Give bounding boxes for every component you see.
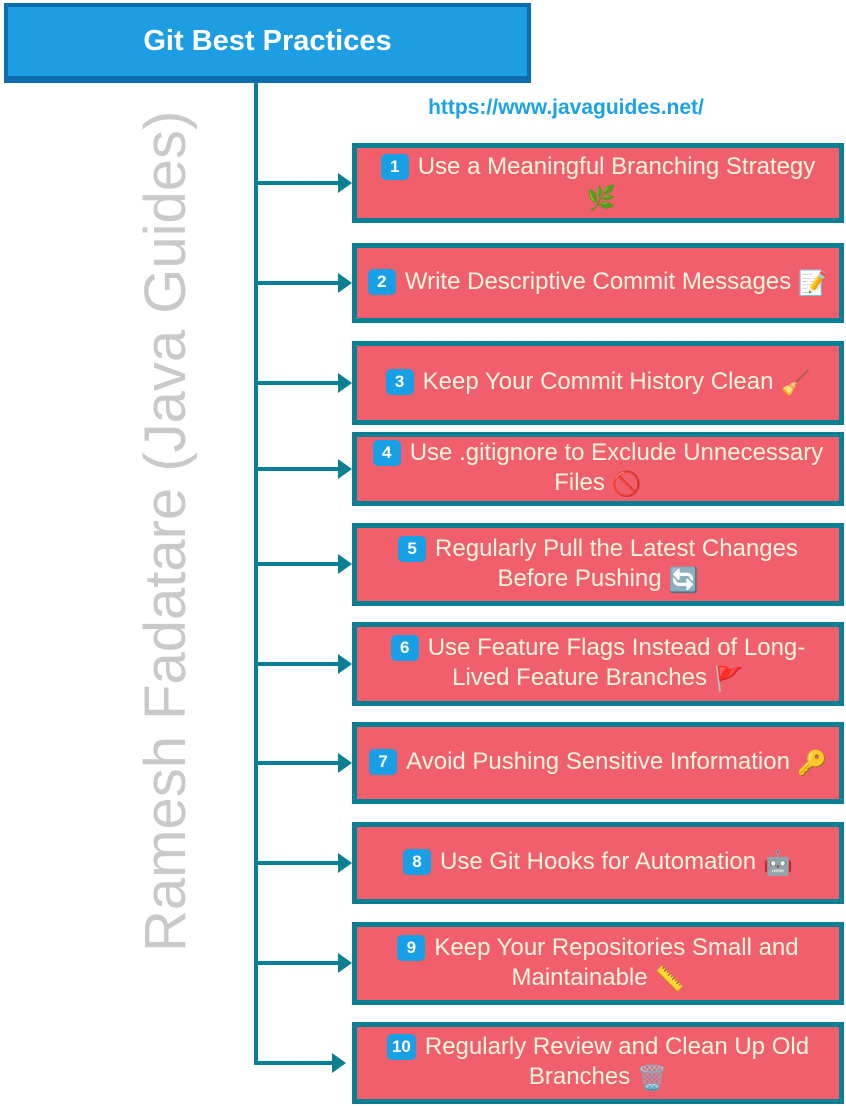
wastebasket-icon: 🗑️ [637, 1065, 668, 1092]
item-label-6: Use Feature Flags Instead of Long-Lived … [427, 634, 806, 691]
item-box-3: 3 Keep Your Commit History Clean🧹 [352, 341, 844, 425]
item-number-badge-1: 1 [380, 154, 409, 180]
item-label-2: Write Descriptive Commit Messages [404, 268, 792, 295]
item-number-badge-10: 10 [386, 1034, 416, 1060]
broom-icon: 🧹 [780, 370, 811, 397]
memo-icon: 📝 [798, 270, 829, 297]
branch-arrow-1 [256, 173, 352, 193]
triangular-flag-icon: 🚩 [713, 666, 744, 693]
watermark-text: Ramesh Fadatare (Java Guides) [133, 110, 198, 952]
item-number-badge-7: 7 [369, 749, 398, 775]
item-label-9: Keep Your Repositories Small and Maintai… [434, 933, 799, 991]
branch-arrow-2 [256, 273, 352, 293]
branch-arrow-5 [256, 554, 352, 574]
item-label-1: Use a Meaningful Branching Strategy [417, 153, 816, 180]
branch-arrow-10 [256, 1053, 346, 1073]
page-title-label: Git Best Practices [143, 25, 392, 57]
item-box-2: 2 Write Descriptive Commit Messages📝 [352, 243, 844, 323]
item-box-7: 7 Avoid Pushing Sensitive Information🔑 [352, 722, 844, 804]
page-title: Git Best Practices [4, 3, 531, 83]
item-number-badge-3: 3 [385, 369, 414, 395]
branch-arrow-4 [256, 459, 352, 479]
item-box-5: 5 Regularly Pull the Latest Changes Befor… [352, 523, 844, 606]
branch-arrow-7 [256, 753, 352, 773]
branch-arrow-9 [256, 953, 352, 973]
branch-arrow-8 [256, 853, 352, 873]
item-number-badge-9: 9 [397, 934, 426, 961]
website-url-link[interactable]: https://www.javaguides.net/ [428, 96, 704, 119]
item-box-10: 10 Regularly Review and Clean Up Old Bran… [352, 1022, 844, 1104]
item-box-6: 6 Use Feature Flags Instead of Long-Lived… [352, 622, 844, 706]
connector-trunk-line [254, 83, 258, 1065]
item-box-9: 9 Keep Your Repositories Small and Mainta… [352, 922, 844, 1005]
item-label-5: Regularly Pull the Latest Changes Before… [435, 534, 798, 592]
key-icon: 🔑 [796, 750, 827, 777]
item-box-8: 8 Use Git Hooks for Automation🤖 [352, 822, 844, 904]
item-label-8: Use Git Hooks for Automation [439, 848, 757, 875]
item-label-7: Avoid Pushing Sensitive Information [406, 748, 790, 775]
herb-icon: 🌿 [586, 185, 617, 212]
robot-icon: 🤖 [763, 850, 794, 877]
item-number-badge-6: 6 [390, 635, 419, 661]
item-label-3: Keep Your Commit History Clean [422, 368, 774, 395]
item-number-badge-4: 4 [372, 440, 401, 466]
item-number-badge-2: 2 [367, 269, 396, 295]
branch-arrow-6 [256, 654, 352, 674]
item-box-1: 1 Use a Meaningful Branching Strategy 🌿 [352, 143, 844, 223]
branch-arrow-3 [256, 373, 352, 393]
item-number-badge-5: 5 [398, 535, 427, 562]
counterclockwise-arrows-icon: 🔄 [668, 566, 699, 594]
item-box-4: 4 Use .gitignore to Exclude Unnecessary F… [352, 432, 844, 506]
item-label-10: Regularly Review and Clean Up Old Branch… [424, 1033, 810, 1090]
prohibited-icon: 🚫 [611, 471, 642, 498]
ruler-icon: 📏 [654, 965, 685, 993]
item-label-4: Use .gitignore to Exclude Unnecessary Fi… [409, 439, 824, 496]
item-number-badge-8: 8 [402, 849, 431, 875]
